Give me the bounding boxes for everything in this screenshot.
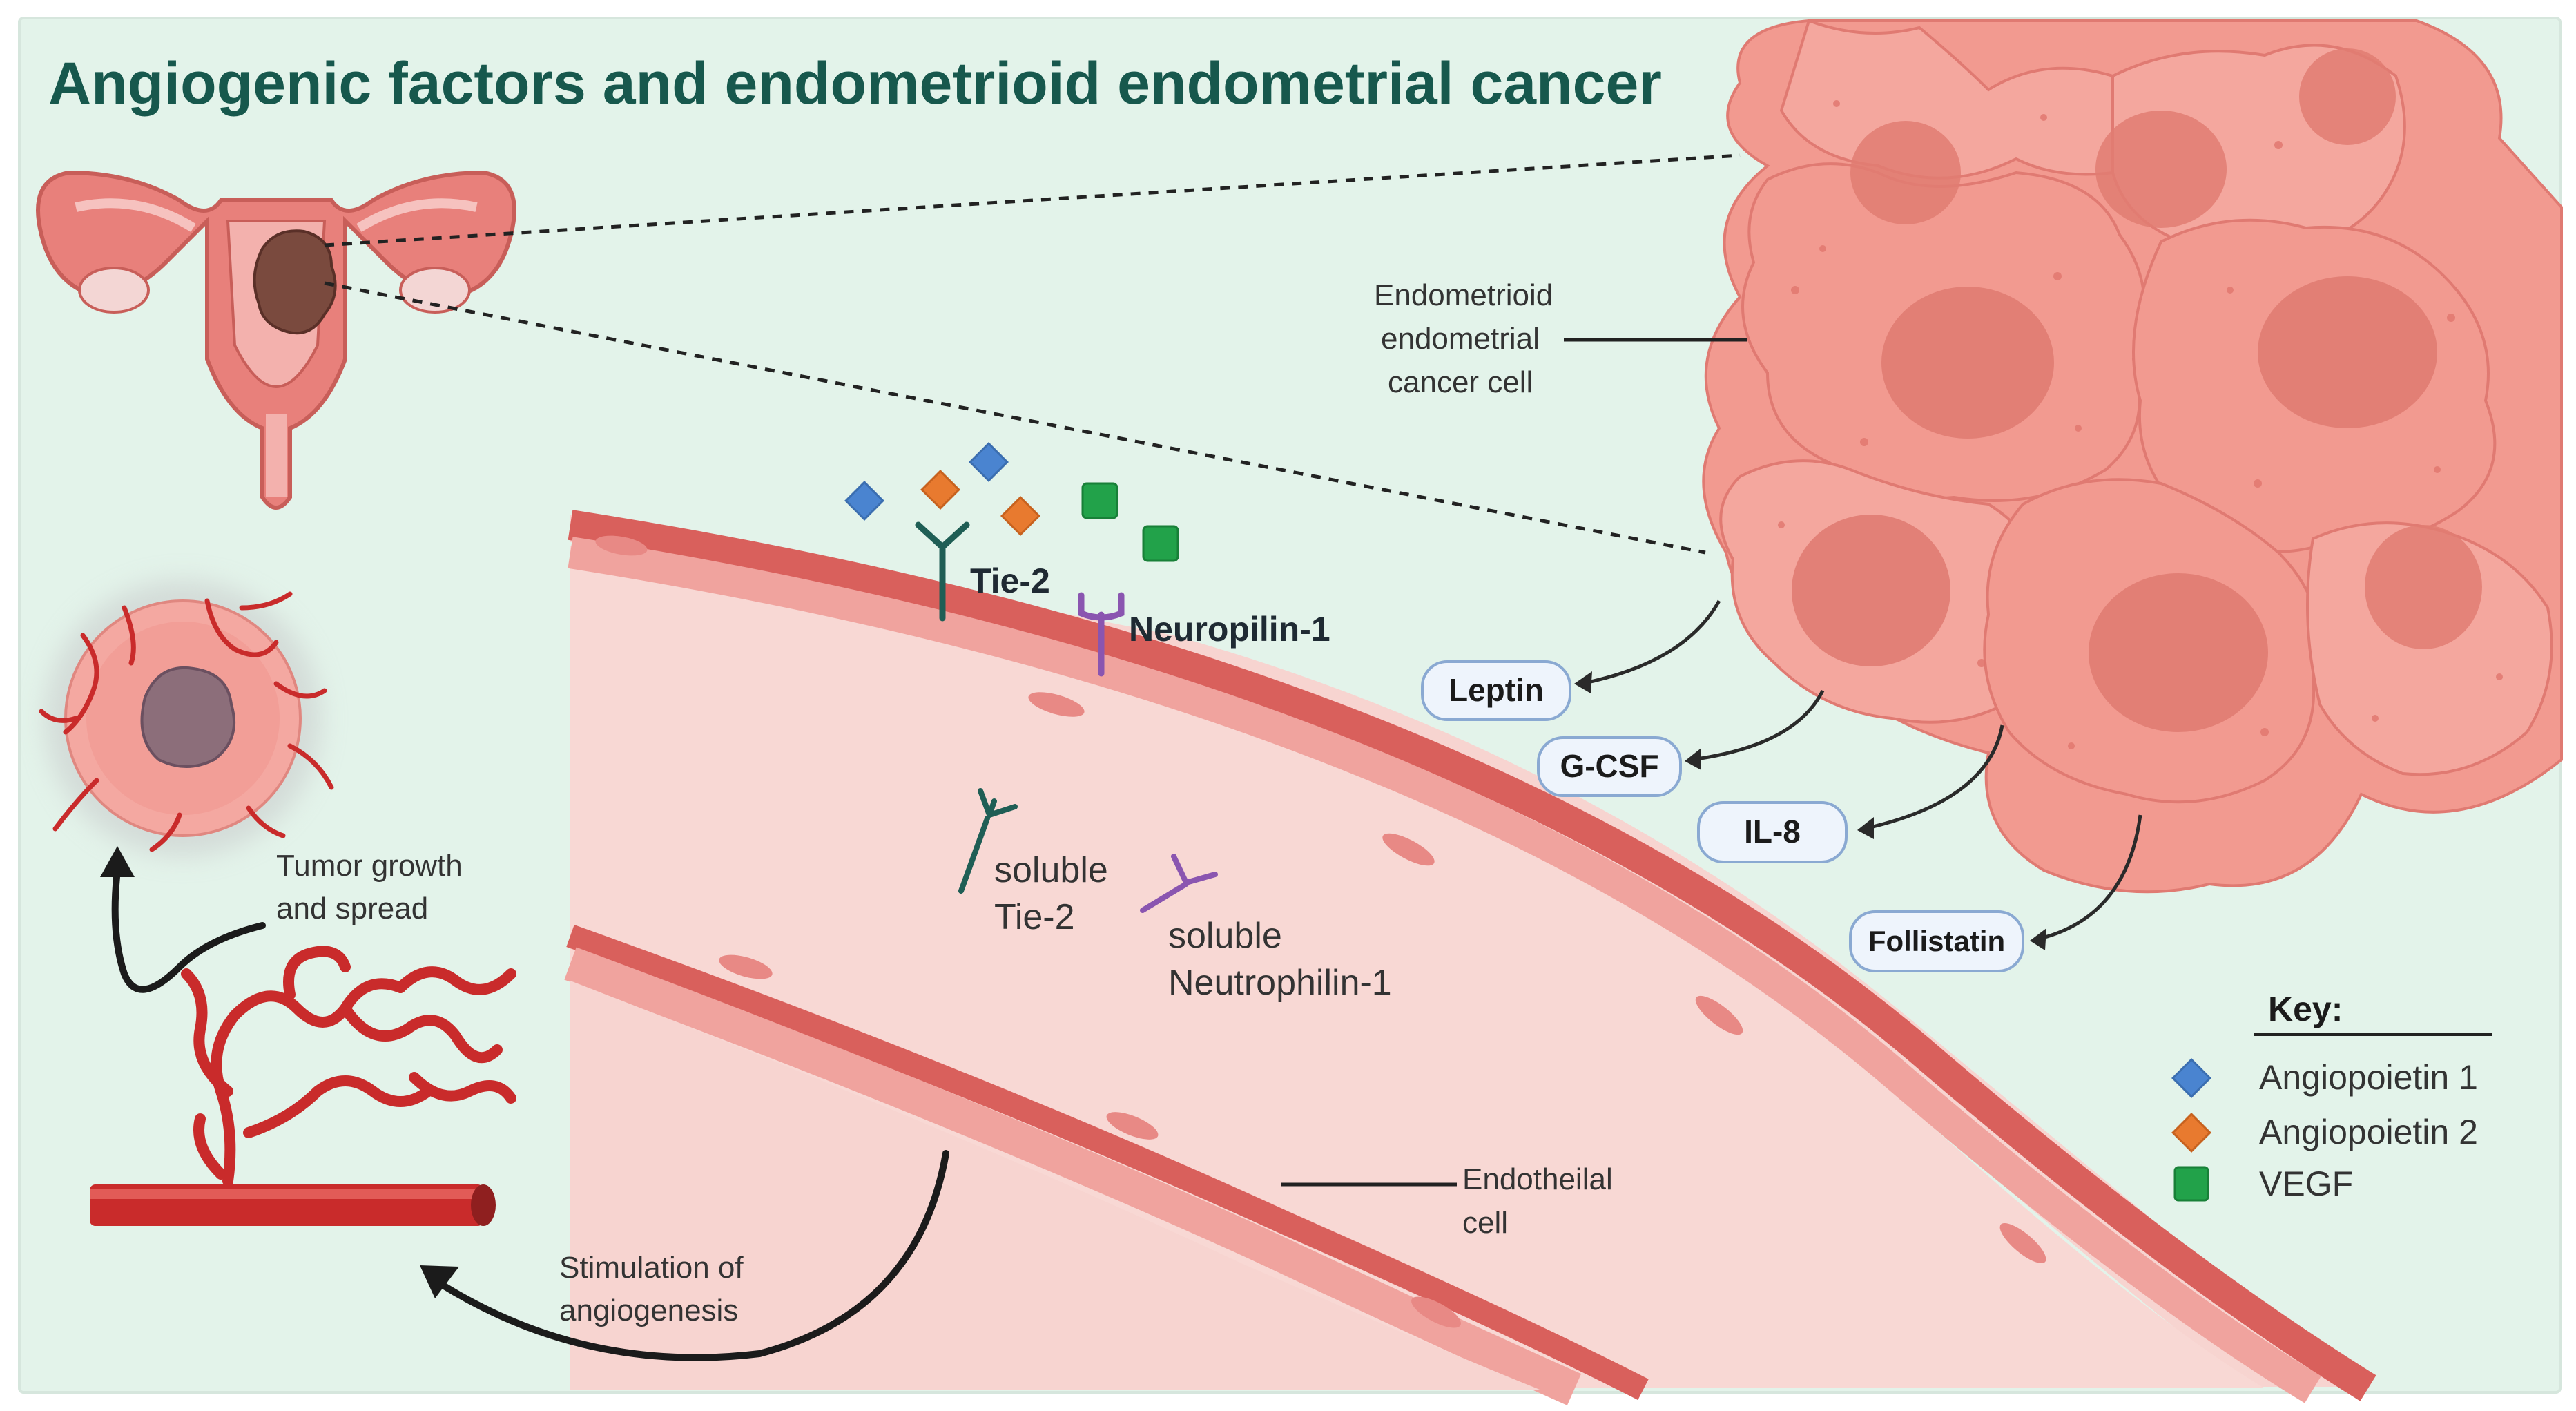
green-square-icon — [2173, 1166, 2209, 1202]
endothelial-nucleus — [595, 535, 648, 556]
stimulation-arrowhead — [420, 1265, 459, 1298]
secreted-factor-gcsf: G-CSF — [1537, 736, 1682, 797]
vegf-marker — [1081, 482, 1118, 519]
soluble-neutrophilin-icon — [1140, 854, 1218, 913]
soluble-tie2-icon — [958, 788, 1018, 894]
cancer-nucleus — [1881, 287, 2054, 439]
secreted-factor-follistatin: Follistatin — [1849, 910, 2024, 972]
endothelial-nucleus — [1411, 1296, 1461, 1328]
stimulation-label-2: angiogenesis — [559, 1294, 738, 1327]
endothelial-nucleus — [1028, 692, 1085, 717]
orange-diamond-icon — [2171, 1113, 2211, 1153]
cancer-nucleus — [1850, 121, 1961, 224]
cancer-nucleus — [2089, 573, 2268, 732]
tumor-growth-arrowhead — [100, 846, 135, 877]
soluble-tie2-label-1: soluble — [994, 850, 1108, 890]
blood-vessel — [564, 510, 2376, 1405]
cancer-cell-label-3: cancer cell — [1388, 365, 1533, 399]
angiopoietin-2-marker — [1000, 496, 1040, 536]
zoom-line-top — [324, 153, 1741, 247]
cancer-nucleus — [2299, 48, 2396, 145]
vessel-upper-wall — [568, 510, 2376, 1401]
angiopoietin-1-marker — [969, 442, 1009, 482]
tumor-growth-arrow — [111, 867, 266, 993]
endothelial-nucleus — [1695, 995, 1743, 1035]
key-item-label: Angiopoietin 1 — [2259, 1058, 2478, 1097]
endothelial-nucleus — [1999, 1222, 2046, 1264]
soluble-neutrophilin-label-2: Neutrophilin-1 — [1168, 963, 1392, 1003]
secretion-arrows — [1580, 599, 2142, 941]
stimulation-arrow — [438, 1150, 949, 1361]
key-title: Key: — [2268, 990, 2343, 1028]
vessel-outer-tissue — [570, 981, 1540, 1390]
angiopoietin-2-marker — [920, 470, 960, 510]
tumor-growth-label-2: and spread — [276, 892, 428, 925]
soluble-tie2-label-2: Tie-2 — [994, 897, 1075, 937]
endothelial-nucleus — [1106, 1112, 1159, 1140]
vessel-lower-wall-inner — [564, 947, 1582, 1405]
neuropilin-receptor — [1078, 592, 1125, 677]
cancer-cell-cluster — [1702, 19, 2563, 894]
vessel-upper-wall-inner — [568, 537, 2321, 1403]
endothelial-label-2: cell — [1462, 1206, 1508, 1240]
vessel-lower-wall — [566, 924, 1649, 1401]
page-title: Angiogenic factors and endometrioid endo… — [48, 50, 1662, 117]
soluble-neutrophilin-label-1: soluble — [1168, 916, 1282, 956]
endothelial-nucleus — [1382, 833, 1435, 866]
tumor-growth-label-1: Tumor growth — [276, 849, 463, 883]
neuropilin-label: Neuropilin-1 — [1129, 610, 1330, 649]
vegf-marker — [1142, 525, 1179, 562]
svg-text:Follistatin: Follistatin — [1868, 925, 2005, 957]
cancer-nucleus — [2095, 111, 2227, 228]
key-item-label: Angiopoietin 2 — [2259, 1113, 2478, 1151]
angiogenesis-network — [181, 946, 516, 1187]
tumor-illustration — [39, 580, 334, 856]
cancer-cell-label-1: Endometrioid — [1374, 278, 1553, 312]
tie2-label: Tie-2 — [970, 561, 1050, 600]
cancer-nucleus — [2365, 525, 2482, 649]
svg-text:G-CSF: G-CSF — [1560, 748, 1658, 784]
secreted-factor-il8: IL-8 — [1697, 801, 1848, 863]
key-legend: Key: Angiopoietin 1 Angiopoietin 2 VEGF — [2171, 990, 2492, 1203]
zoom-line-bottom — [324, 281, 1706, 555]
cancer-cell-label-2: endometrial — [1381, 322, 1540, 356]
svg-text:IL-8: IL-8 — [1744, 814, 1801, 850]
cancer-nucleus — [2258, 276, 2437, 428]
parent-vessel — [90, 1184, 496, 1226]
angiopoietin-1-marker — [844, 481, 884, 521]
secreted-factor-leptin: Leptin — [1421, 660, 1571, 721]
endothelial-nucleus — [719, 954, 773, 979]
blue-diamond-icon — [2171, 1058, 2211, 1098]
uterus-illustration — [36, 170, 516, 510]
uterine-tumor — [253, 229, 337, 335]
endothelial-label-1: Endotheilal — [1462, 1162, 1613, 1196]
tie2-receptor — [915, 521, 970, 622]
svg-text:Leptin: Leptin — [1449, 672, 1544, 708]
stimulation-label-1: Stimulation of — [559, 1251, 744, 1285]
key-item-label: VEGF — [2259, 1164, 2353, 1203]
cancer-nucleus — [1792, 515, 1950, 666]
secretion-arrowheads — [1574, 671, 2046, 950]
